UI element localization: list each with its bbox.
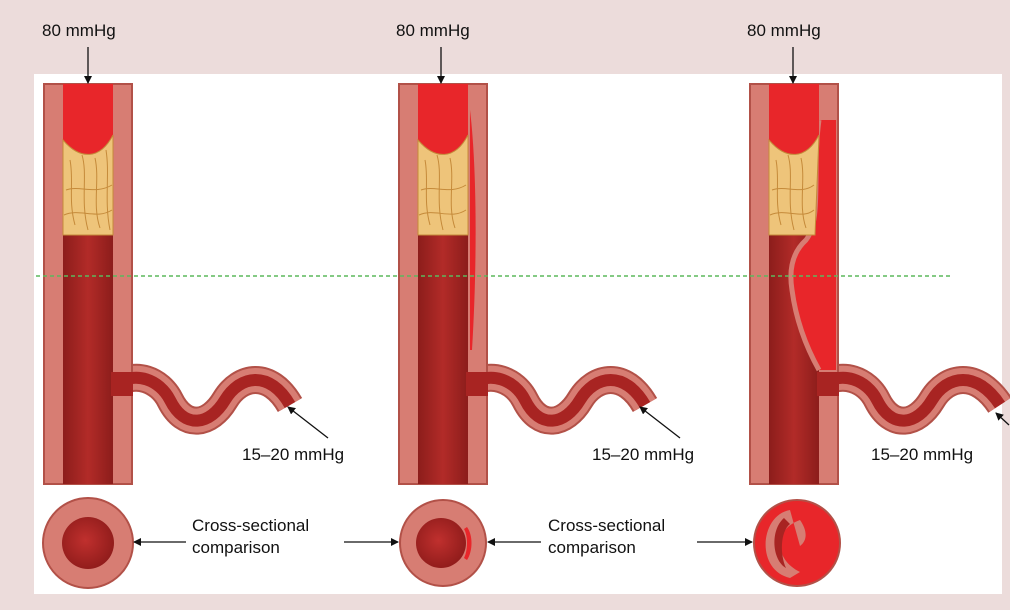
cross-section-label-1-line1: Cross-sectional — [192, 515, 309, 536]
blood-column — [63, 84, 113, 154]
cross-section-label-2-line1: Cross-sectional — [548, 515, 665, 536]
pressure-label-top-2: 80 mmHg — [396, 21, 470, 41]
artery-normal — [44, 84, 290, 484]
pressure-label-top-1: 80 mmHg — [42, 21, 116, 41]
pressure-label-branch-3: 15–20 mmHg — [871, 445, 973, 465]
artery-major-dissection — [750, 84, 1000, 484]
pressure-label-top-3: 80 mmHg — [747, 21, 821, 41]
cross-section-minor — [400, 500, 486, 586]
artery-minor-dissection — [399, 84, 645, 484]
cross-section-major — [754, 500, 840, 586]
pressure-label-branch-1: 15–20 mmHg — [242, 445, 344, 465]
pressure-label-branch-2: 15–20 mmHg — [592, 445, 694, 465]
cross-section-normal — [43, 498, 133, 588]
cross-section-label-2-line2: comparison — [548, 537, 636, 558]
pressure-arrows-top — [88, 47, 793, 83]
cross-section-label-1-line2: comparison — [192, 537, 280, 558]
